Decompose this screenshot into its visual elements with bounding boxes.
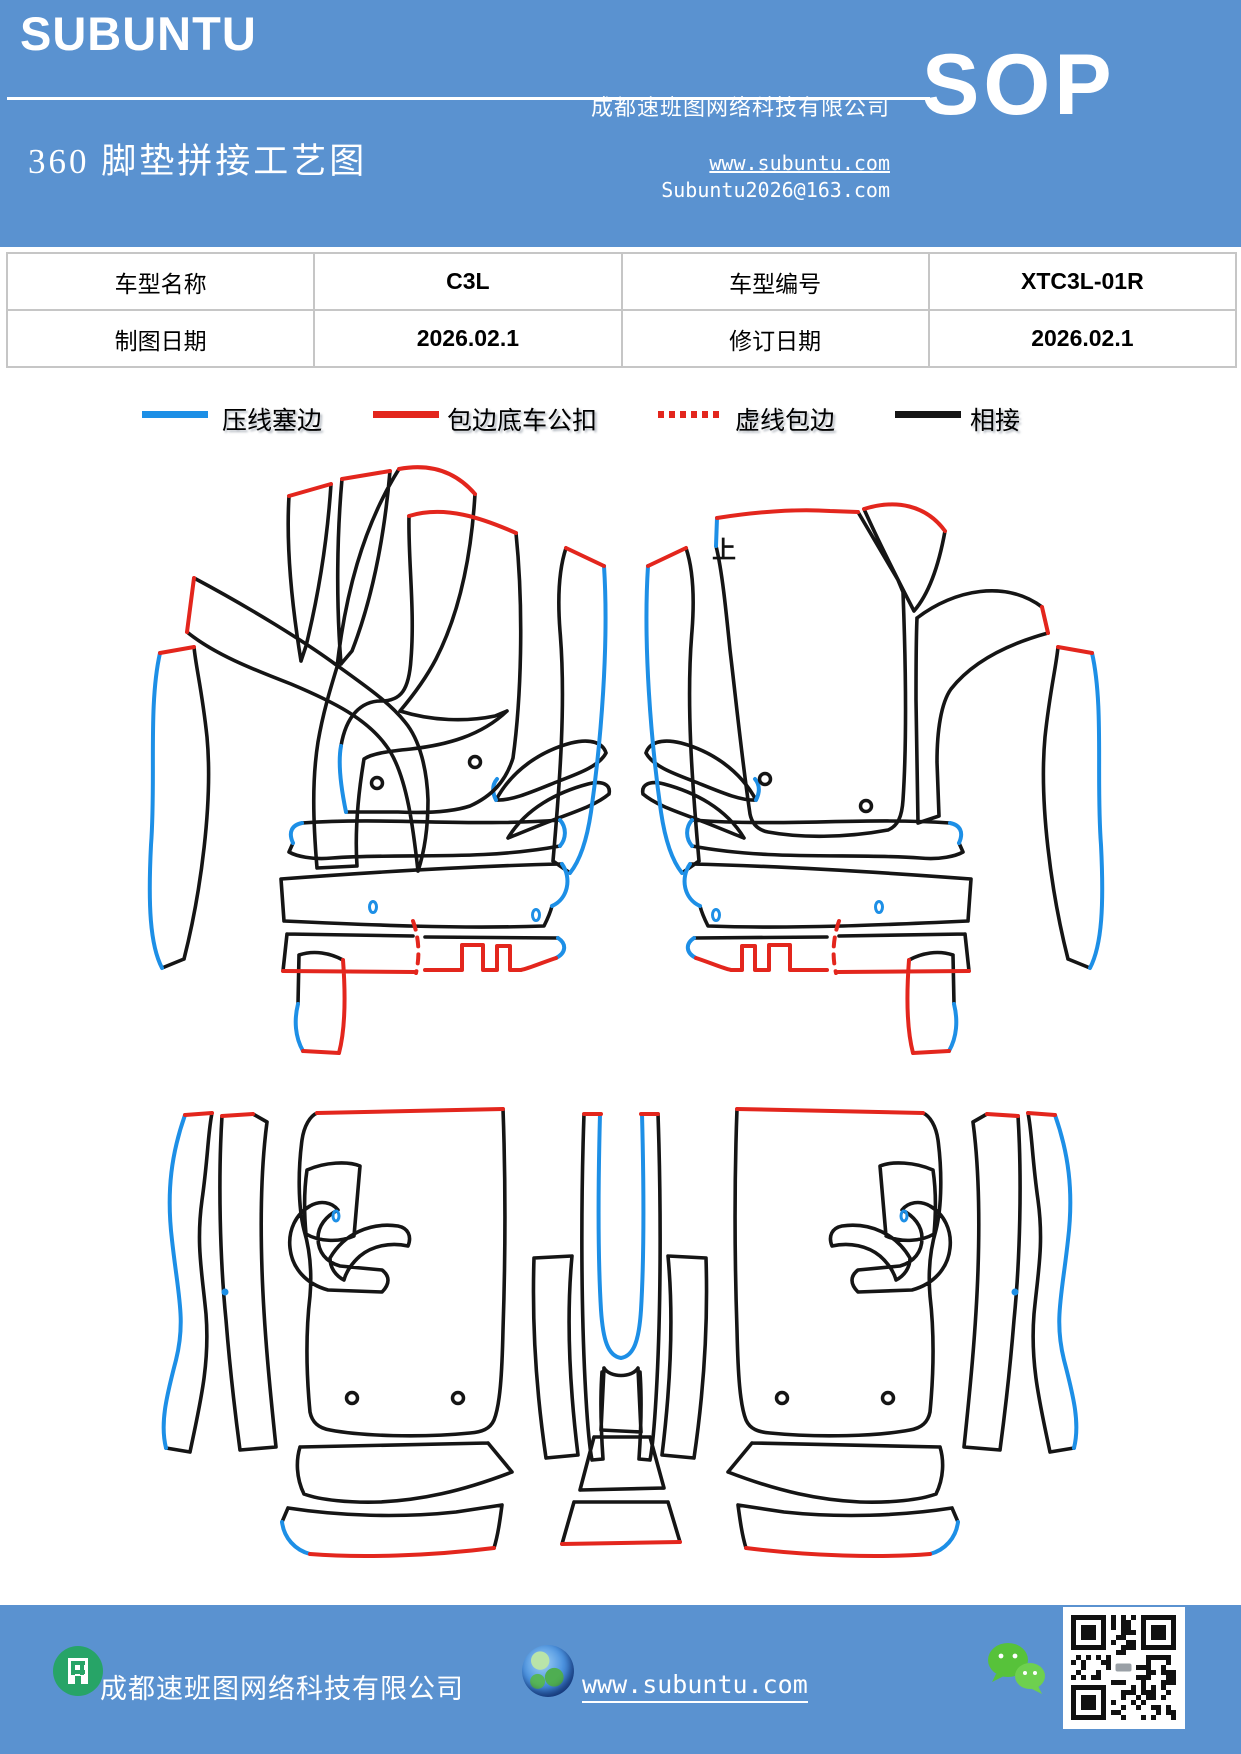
front-right-mat-group: 上 bbox=[640, 502, 1105, 1055]
header-band: SUBUNTU 成都速班图网络科技有限公司 360 脚垫拼接工艺图 www.su… bbox=[0, 0, 1241, 247]
header-company: 成都速班图网络科技有限公司 bbox=[590, 95, 890, 120]
revise-date-label: 修订日期 bbox=[621, 310, 929, 367]
legend-label: 包边底车公扣 bbox=[447, 408, 598, 435]
building-icon bbox=[53, 1646, 103, 1696]
page-title: 360 脚垫拼接工艺图 bbox=[28, 142, 368, 181]
vehicle-info-table: 车型名称 C3L 车型编号 XTC3L-01R 制图日期 2026.02.1 修… bbox=[6, 252, 1237, 368]
legend-swatch-blue bbox=[142, 411, 208, 418]
header-divider bbox=[7, 97, 930, 100]
model-name-label: 车型名称 bbox=[7, 253, 315, 310]
footer-band: 成都速班图网络科技有限公司 www.subuntu.com bbox=[0, 1605, 1241, 1754]
model-name-value: C3L bbox=[314, 253, 622, 310]
legend-swatch-red bbox=[373, 411, 439, 418]
wechat-icon bbox=[988, 1643, 1045, 1694]
legend-swatch-dashed bbox=[658, 411, 723, 418]
footer-company: 成都速班图网络科技有限公司 bbox=[100, 1674, 464, 1704]
revise-date-value: 2026.02.1 bbox=[928, 310, 1236, 367]
qr-code bbox=[1063, 1607, 1185, 1729]
rear-mat-group bbox=[161, 1107, 1079, 1558]
brand-logo: SUBUNTU bbox=[20, 7, 257, 60]
sop-badge: SOP bbox=[922, 37, 1116, 133]
legend-swatch-black bbox=[895, 411, 961, 418]
orientation-marker: 上 bbox=[712, 537, 736, 564]
footer-website-link[interactable]: www.subuntu.com bbox=[582, 1670, 808, 1703]
legend-label: 相接 bbox=[970, 408, 1021, 435]
draw-date-label: 制图日期 bbox=[7, 310, 315, 367]
model-code-label: 车型编号 bbox=[621, 253, 929, 310]
globe-icon bbox=[522, 1645, 574, 1697]
model-code-value: XTC3L-01R bbox=[928, 253, 1236, 310]
legend-label: 虚线包边 bbox=[735, 408, 836, 435]
draw-date-value: 2026.02.1 bbox=[314, 310, 622, 367]
legend-label: 压线塞边 bbox=[222, 408, 323, 435]
front-left-mat-group bbox=[147, 465, 612, 1055]
header-email: Subuntu2026@163.com bbox=[661, 178, 890, 202]
header-website-link[interactable]: www.subuntu.com bbox=[709, 151, 890, 175]
